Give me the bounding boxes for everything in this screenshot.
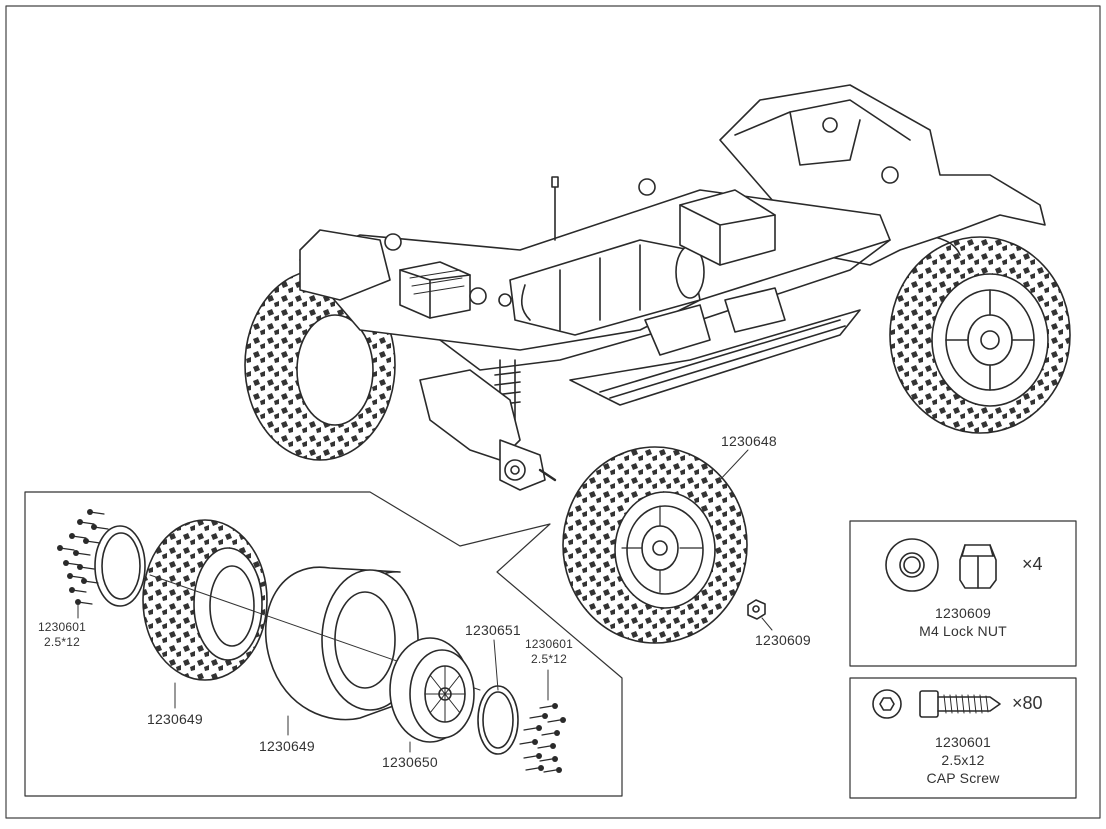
exploded-view-panel bbox=[24, 491, 623, 797]
rear-right-tire bbox=[889, 236, 1071, 434]
hardware-box-nut bbox=[849, 520, 1077, 667]
screw-part-number: 1230601 bbox=[935, 734, 991, 750]
screws-left-part: 1230601 bbox=[37, 620, 87, 634]
screws-right-part: 1230601 bbox=[524, 637, 574, 651]
screw-size: 2.5x12 bbox=[941, 752, 985, 769]
leader-lines bbox=[77, 604, 549, 753]
motor-gearbox bbox=[509, 239, 705, 336]
tire-assembly-1230648 bbox=[562, 446, 748, 644]
hex-socket-icon bbox=[872, 689, 902, 719]
callout-beadlock-ring: 1230651 bbox=[465, 622, 521, 638]
nut-part-number: 1230609 bbox=[935, 605, 991, 621]
washer-nut-icon bbox=[885, 538, 939, 592]
servo-box bbox=[399, 261, 471, 319]
callout-foam-insert: 1230649 bbox=[259, 738, 315, 754]
callout-tire-assembly: 1230648 bbox=[721, 433, 777, 449]
screws-right-cluster bbox=[519, 703, 566, 773]
nut-description: M4 Lock NUT bbox=[919, 623, 1007, 640]
lock-nut-icon bbox=[959, 544, 997, 589]
cap-screw-icon bbox=[919, 690, 1001, 718]
beadlock-ring-left bbox=[94, 525, 146, 607]
beadlock-ring-1230651 bbox=[477, 685, 519, 755]
screw-info: 1230601 2.5x12 CAP Screw bbox=[850, 733, 1076, 788]
callout-screws-left: 1230601 2.5*12 bbox=[34, 620, 90, 650]
screw-description: CAP Screw bbox=[926, 770, 1000, 787]
battery-boxes bbox=[644, 287, 786, 356]
screws-left-cluster bbox=[57, 509, 109, 605]
wheel-rim-1230650 bbox=[389, 637, 475, 743]
tire-1230649 bbox=[142, 519, 268, 681]
callout-lock-nut: 1230609 bbox=[755, 632, 811, 648]
callout-tire: 1230649 bbox=[147, 711, 203, 727]
screw-quantity: ×80 bbox=[1012, 693, 1043, 713]
nut-quantity: ×4 bbox=[1022, 554, 1043, 574]
callout-screws-right: 1230601 2.5*12 bbox=[521, 637, 577, 667]
hardware-box-screw bbox=[849, 677, 1077, 799]
chassis-illustration bbox=[244, 84, 1071, 491]
screws-right-size: 2.5*12 bbox=[531, 652, 567, 666]
page-border bbox=[5, 5, 1101, 819]
screws-left-size: 2.5*12 bbox=[44, 635, 80, 649]
lock-nut-small bbox=[747, 599, 766, 620]
callout-wheel-rim: 1230650 bbox=[382, 754, 438, 770]
esc-box bbox=[679, 189, 776, 266]
front-suspension bbox=[299, 229, 557, 491]
nut-info: 1230609 M4 Lock NUT bbox=[850, 604, 1076, 640]
